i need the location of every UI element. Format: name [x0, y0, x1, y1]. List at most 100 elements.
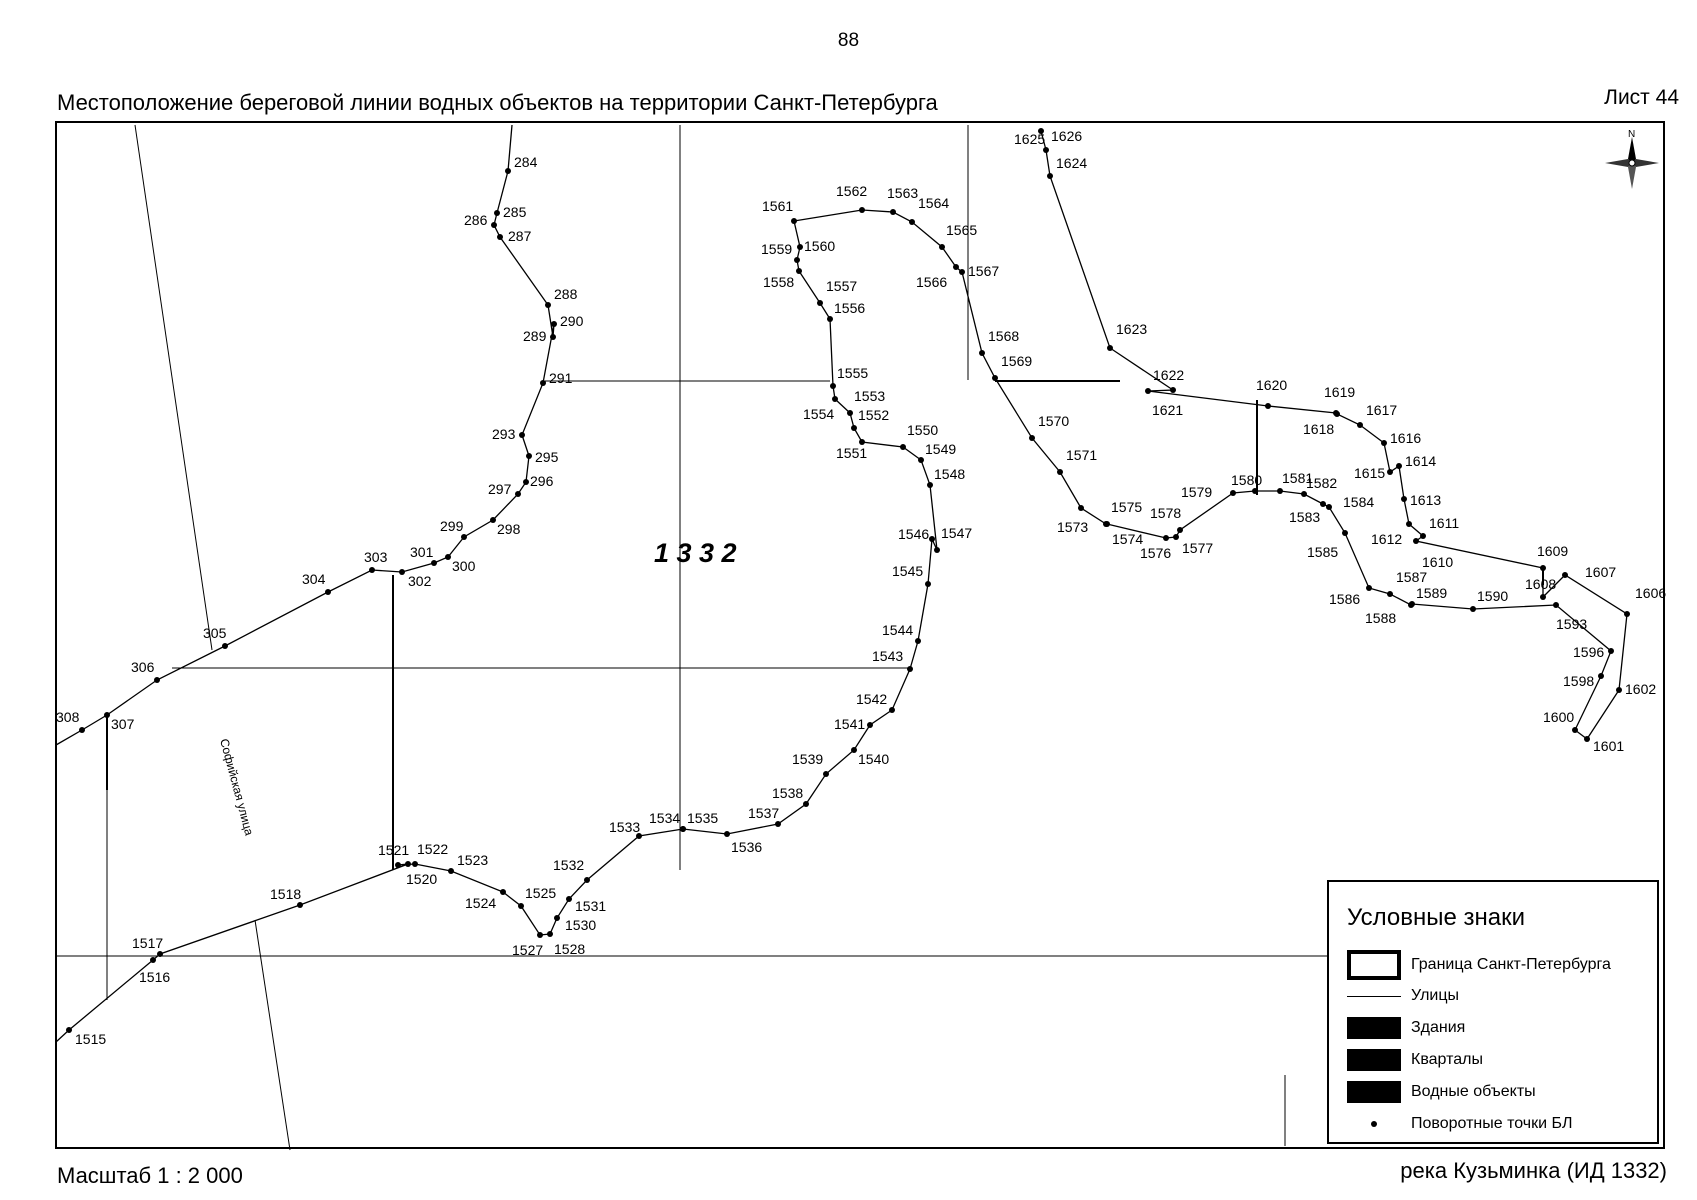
- turning-point-1579: [1230, 490, 1236, 496]
- point-label-1620: 1620: [1256, 377, 1287, 393]
- turning-point-1560: [797, 244, 803, 250]
- turning-point-1533: [636, 833, 642, 839]
- point-label-1567: 1567: [968, 263, 999, 279]
- point-label-1541: 1541: [834, 716, 865, 732]
- turning-point-1621: [1145, 388, 1151, 394]
- point-label-299: 299: [440, 518, 464, 534]
- turning-point-1549: [918, 457, 924, 463]
- turning-point-302: [399, 569, 405, 575]
- turning-point-1611: [1420, 533, 1426, 539]
- turning-point-1578: [1177, 527, 1183, 533]
- turning-point-1590: [1470, 606, 1476, 612]
- turning-point-1569: [992, 375, 998, 381]
- turning-point-1589: [1409, 601, 1415, 607]
- point-label-287: 287: [508, 228, 532, 244]
- turning-point-1532: [584, 877, 590, 883]
- point-label-1522: 1522: [417, 841, 448, 857]
- point-label-1626: 1626: [1051, 128, 1082, 144]
- legend-item-dot: Поворотные точки БЛ: [1347, 1111, 1572, 1137]
- point-label-1625: 1625: [1014, 131, 1045, 147]
- point-label-1546: 1546: [898, 526, 929, 542]
- turning-point-1516: [150, 957, 156, 963]
- point-label-1619: 1619: [1324, 384, 1355, 400]
- point-label-1561: 1561: [762, 198, 793, 214]
- turning-point-1587: [1387, 591, 1393, 597]
- point-label-1598: 1598: [1563, 673, 1594, 689]
- point-label-1587: 1587: [1396, 569, 1427, 585]
- turning-point-1547: [934, 547, 940, 553]
- turning-point-1562: [859, 207, 865, 213]
- point-label-1533: 1533: [609, 819, 640, 835]
- point-label-1553: 1553: [854, 388, 885, 404]
- page-number: 88: [837, 30, 860, 51]
- map-object-id: 1 3 3 2: [654, 538, 737, 568]
- point-label-1601: 1601: [1593, 738, 1624, 754]
- point-label-1530: 1530: [565, 917, 596, 933]
- point-label-1571: 1571: [1066, 447, 1097, 463]
- turning-point-1550: [900, 444, 906, 450]
- turning-point-1623: [1107, 345, 1113, 351]
- turning-point-1573: [1078, 505, 1084, 511]
- turning-point-1608: [1540, 594, 1546, 600]
- turning-point-1541: [867, 722, 873, 728]
- point-label-1555: 1555: [837, 365, 868, 381]
- turning-point-1567: [959, 269, 965, 275]
- turning-point-1559: [794, 257, 800, 263]
- point-label-307: 307: [111, 716, 135, 732]
- point-label-1515: 1515: [75, 1031, 106, 1047]
- point-label-1574: 1574: [1112, 531, 1143, 547]
- point-label-1570: 1570: [1038, 413, 1069, 429]
- border-symbol: [1347, 950, 1401, 980]
- point-label-1562: 1562: [836, 183, 867, 199]
- point-label-284: 284: [514, 154, 538, 170]
- turning-point-1602: [1616, 687, 1622, 693]
- point-label-1593: 1593: [1556, 616, 1587, 632]
- point-label-1622: 1622: [1153, 367, 1184, 383]
- point-label-1623: 1623: [1116, 321, 1147, 337]
- point-label-1579: 1579: [1181, 484, 1212, 500]
- turning-point-1522: [412, 861, 418, 867]
- point-label-1616: 1616: [1390, 430, 1421, 446]
- point-label-306: 306: [131, 659, 155, 675]
- turning-point-300: [445, 554, 451, 560]
- point-label-1560: 1560: [804, 238, 835, 254]
- turning-point-1606: [1624, 611, 1630, 617]
- turning-point-284: [505, 168, 511, 174]
- point-label-1588: 1588: [1365, 610, 1396, 626]
- turning-point-1586: [1366, 585, 1372, 591]
- point-label-1578: 1578: [1150, 505, 1181, 521]
- turning-point-1617: [1357, 422, 1363, 428]
- point-label-285: 285: [503, 204, 527, 220]
- turning-point-1546: [929, 536, 935, 542]
- turning-point-1566: [953, 264, 959, 270]
- point-label-1548: 1548: [934, 466, 965, 482]
- point-label-1617: 1617: [1366, 402, 1397, 418]
- turning-point-1607: [1562, 572, 1568, 578]
- point-label-1596: 1596: [1573, 644, 1604, 660]
- turning-point-298: [490, 517, 496, 523]
- turning-point-1576: [1163, 535, 1169, 541]
- point-label-1537: 1537: [748, 805, 779, 821]
- point-label-1609: 1609: [1537, 543, 1568, 559]
- water-symbol: [1347, 1081, 1401, 1103]
- turning-point-286: [491, 222, 497, 228]
- point-label-1544: 1544: [882, 622, 913, 638]
- turning-point-1593: [1553, 602, 1559, 608]
- turning-point-1626: [1038, 128, 1044, 134]
- turning-point-1616: [1381, 440, 1387, 446]
- building-symbol: [1347, 1017, 1401, 1039]
- point-label-1584: 1584: [1343, 494, 1374, 510]
- legend-item-block: Кварталы: [1347, 1047, 1483, 1073]
- point-label-1576: 1576: [1140, 545, 1171, 561]
- point-label-1540: 1540: [858, 751, 889, 767]
- point-label-1551: 1551: [836, 445, 867, 461]
- point-label-1552: 1552: [858, 407, 889, 423]
- turning-point-290: [551, 321, 557, 327]
- turning-point-1609: [1540, 565, 1546, 571]
- turning-point-1523: [448, 868, 454, 874]
- point-label-302: 302: [408, 573, 432, 589]
- legend-title: Условные знаки: [1347, 904, 1526, 931]
- turning-point-1558: [796, 268, 802, 274]
- point-label-1549: 1549: [925, 441, 956, 457]
- point-label-288: 288: [554, 286, 578, 302]
